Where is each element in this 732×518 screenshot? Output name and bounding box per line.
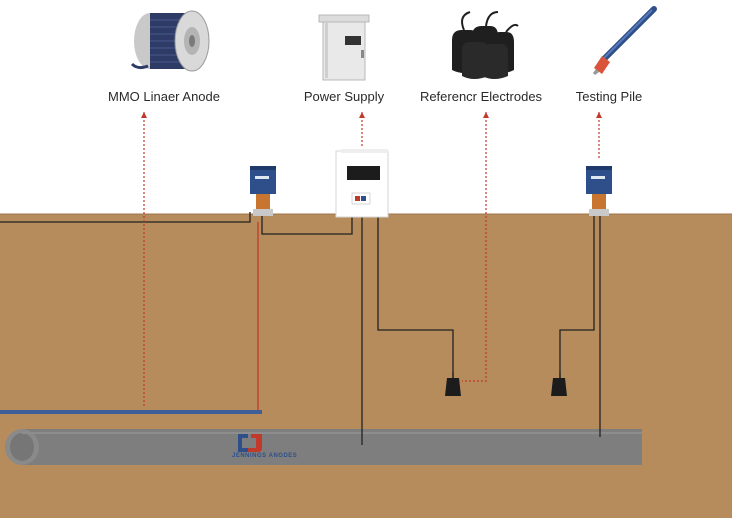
- test-post-right: [586, 166, 612, 216]
- brand-name-text: Jennings Anodes: [232, 453, 298, 459]
- buried-pipeline: [5, 429, 642, 465]
- testing-pile-probe-icon: [593, 6, 657, 75]
- label-mmo-linear-anode: MMO Linaer Anode: [107, 89, 221, 104]
- power-supply-cabinet: [335, 149, 389, 218]
- cable-reel-icon: [130, 10, 210, 72]
- reference-electrode-buried-2: [551, 372, 567, 396]
- reference-electrode-buried-1: [445, 372, 461, 396]
- wiring: [0, 212, 601, 445]
- label-reference-electrodes: Referencr Electrodes: [419, 89, 543, 104]
- label-power-supply: Power Supply: [303, 89, 385, 104]
- leader-arrowheads: [141, 112, 602, 118]
- brand-logo-mark: [238, 434, 262, 452]
- reference-electrode-bags-icon: [452, 11, 519, 79]
- power-supply-cabinet-icon: [318, 14, 370, 81]
- label-testing-pile: Testing Pile: [575, 89, 643, 104]
- soil-ground: [0, 214, 732, 518]
- test-post-left: [250, 166, 276, 216]
